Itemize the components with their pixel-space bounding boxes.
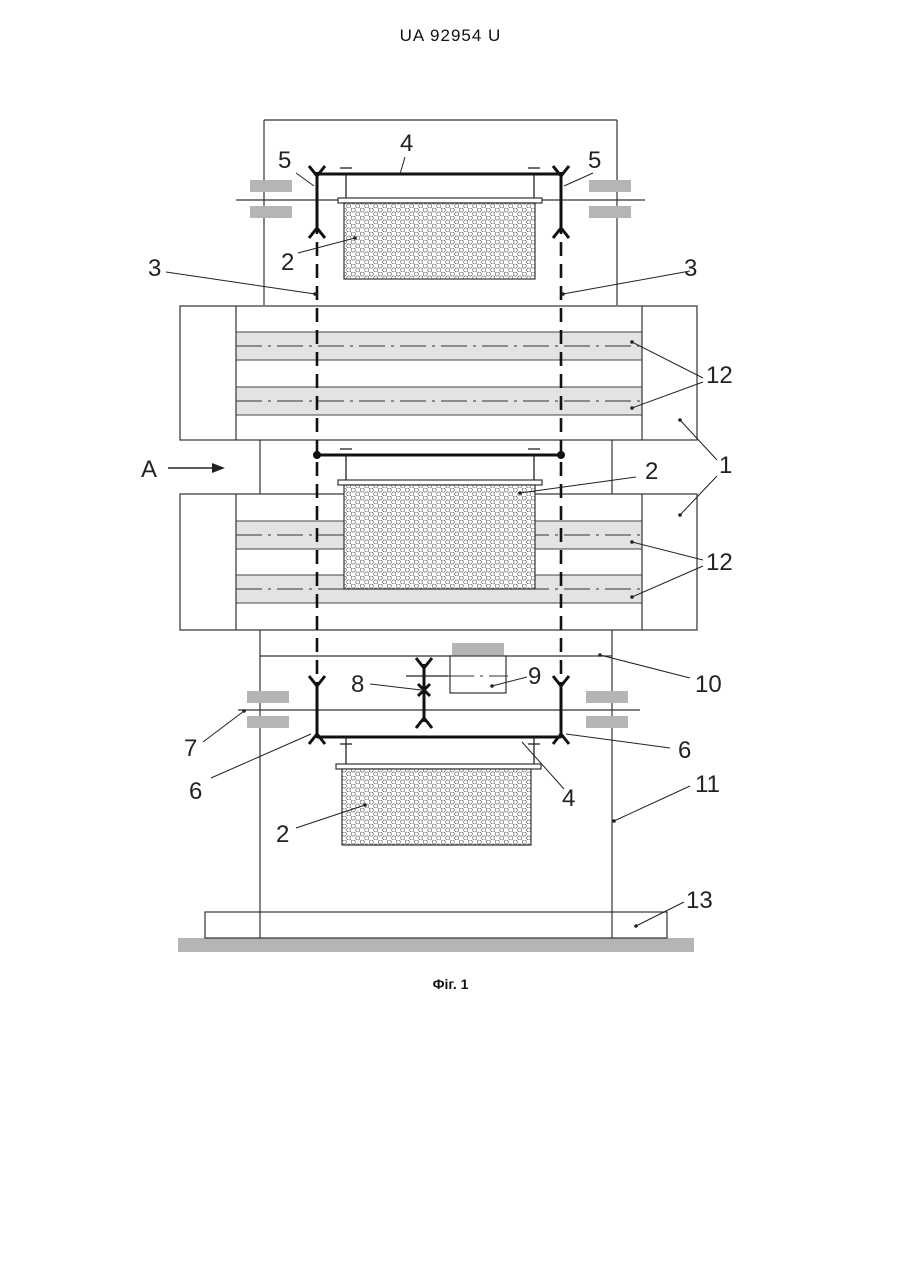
sprocket-top-left [309,166,325,238]
carrier-top [317,168,561,279]
label-2-bottom: 2 [276,821,289,848]
label-2-middle: 2 [645,458,658,485]
label-4-top: 4 [400,130,413,157]
figure-caption: Фіг. 1 [0,976,901,992]
label-6-right: 6 [678,737,691,764]
view-arrow-a: A [141,456,225,483]
label-12-lower: 12 [706,549,733,576]
label-5-right: 5 [588,147,601,174]
carrier-middle [313,449,565,589]
label-3-left: 3 [148,255,161,282]
label-8: 8 [351,671,364,698]
label-10: 10 [695,671,722,698]
label-3-right: 3 [684,255,697,282]
carrier-bottom [317,737,561,845]
label-2-top: 2 [281,249,294,276]
label-11: 11 [695,771,720,798]
bottom-shaft [238,691,640,728]
drive-motor [448,643,508,693]
arrow-label: A [141,456,157,483]
base-platform [205,912,667,938]
ground-floor [178,938,694,952]
drive-sprocket [406,658,448,728]
label-13: 13 [686,887,713,914]
label-7: 7 [184,735,197,762]
label-4-bottom: 4 [562,785,575,812]
label-9: 9 [528,663,541,690]
sprocket-top-right [553,166,569,238]
label-5-left: 5 [278,147,291,174]
label-12-upper: 12 [706,362,733,389]
label-6-left: 6 [189,778,202,805]
tunnel-block-upper [180,306,697,440]
label-1: 1 [719,452,732,479]
